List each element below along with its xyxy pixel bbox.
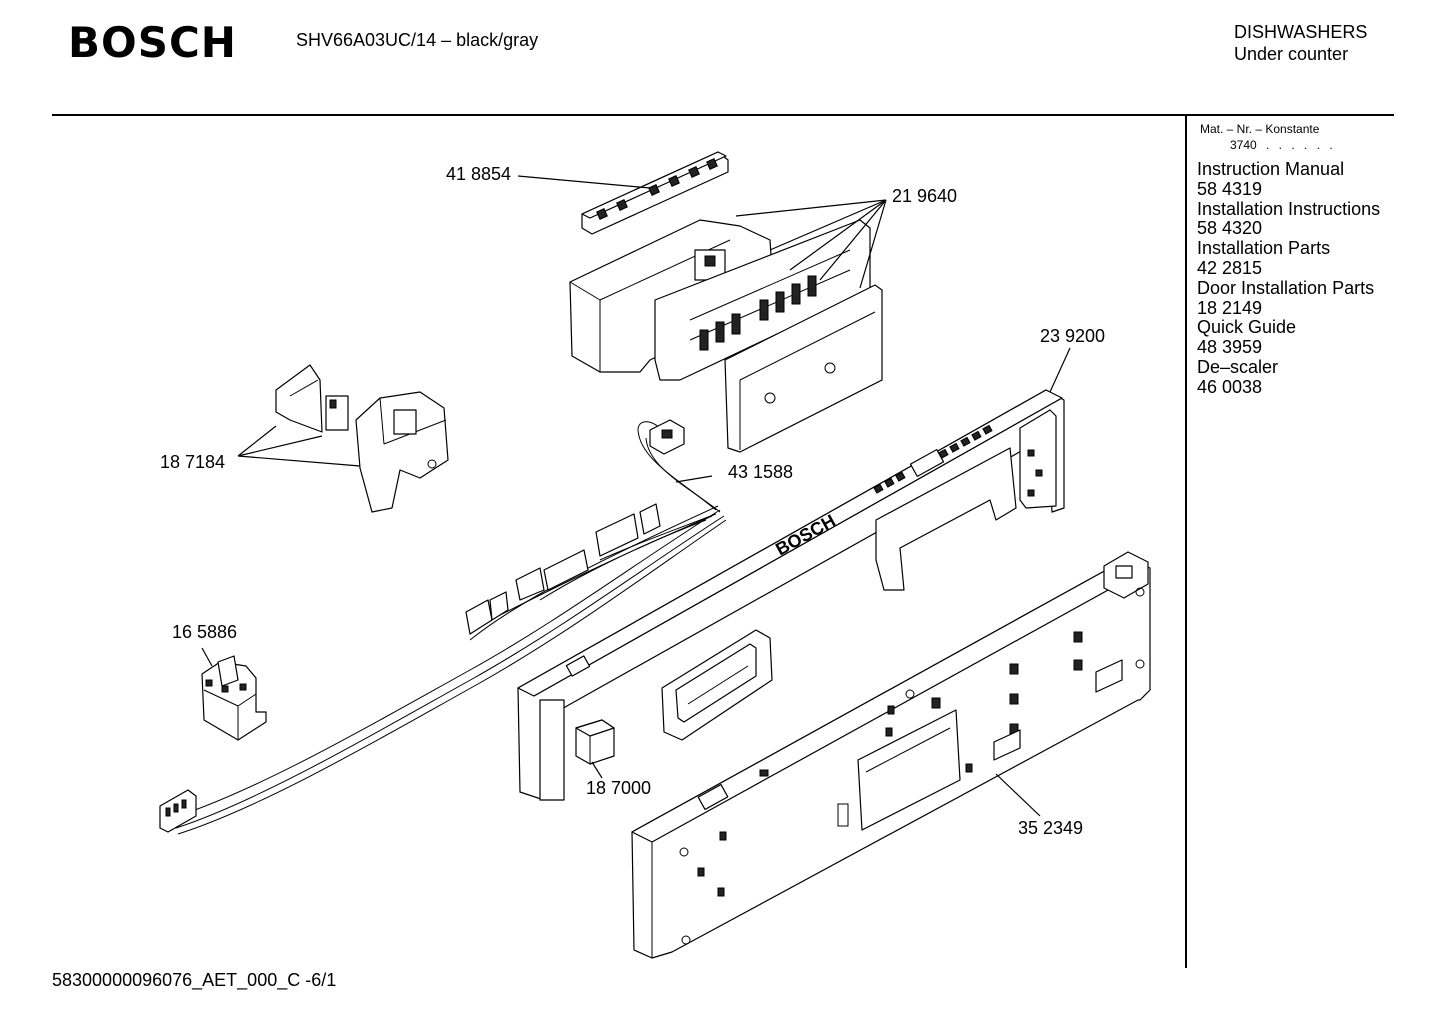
header-divider xyxy=(52,114,1394,116)
door-handle-part xyxy=(661,629,773,741)
button-cap-part xyxy=(575,719,615,765)
doc-title: Instruction Manual xyxy=(1197,159,1345,179)
doc-title: Installation Parts xyxy=(1197,238,1331,259)
switch-part xyxy=(201,655,267,741)
inner-panel-part xyxy=(631,551,1151,959)
doc-number: 46 0038 xyxy=(1197,376,1263,397)
part-number-431588: 43 1588 xyxy=(728,462,793,482)
doc-number: 42 2815 xyxy=(1197,257,1263,278)
part-number-418854: 41 8854 xyxy=(446,164,511,184)
doc-title: De–scaler xyxy=(1197,356,1279,377)
sidebar-divider xyxy=(1185,116,1187,968)
doc-title: Quick Guide xyxy=(1197,317,1297,338)
part-number-187000: 18 7000 xyxy=(586,778,651,798)
part-number-165886: 16 5886 xyxy=(172,622,237,642)
part-number-187184: 18 7184 xyxy=(160,452,225,472)
doc-title: Installation Instructions xyxy=(1197,198,1381,219)
mat-nr-label: Mat. – Nr. – Konstante xyxy=(1200,122,1320,136)
model-title: SHV66A03UC/14 – black/gray xyxy=(296,30,539,50)
door-lock-part xyxy=(275,364,449,513)
mat-nr-dots: . . . . . . xyxy=(1266,138,1336,152)
bosch-logo: BOSCH xyxy=(68,18,237,67)
category-line-2: Under counter xyxy=(1234,44,1349,64)
doc-title: Door Installation Parts xyxy=(1197,277,1375,298)
category-line-1: DISHWASHERS xyxy=(1234,22,1368,42)
doc-number: 58 4320 xyxy=(1197,218,1263,239)
doc-number: 58 4319 xyxy=(1197,178,1263,199)
control-module-part xyxy=(569,219,883,453)
leader-lines xyxy=(201,175,1071,817)
part-number-239200: 23 9200 xyxy=(1040,326,1105,346)
document-list: Instruction Manual 58 4319 Installation … xyxy=(1197,159,1381,398)
part-number-352349: 35 2349 xyxy=(1018,818,1083,838)
control-panel-part: BOSCH xyxy=(517,389,1065,801)
wiring-harness-part xyxy=(159,419,727,835)
part-number-219640: 21 9640 xyxy=(892,186,957,206)
footer-code: 58300000096076_AET_000_C -6/1 xyxy=(52,970,337,990)
button-strip-part xyxy=(581,151,729,235)
mat-nr-code: 3740 xyxy=(1230,138,1257,152)
doc-number: 48 3959 xyxy=(1197,337,1263,358)
doc-number: 18 2149 xyxy=(1197,297,1263,318)
